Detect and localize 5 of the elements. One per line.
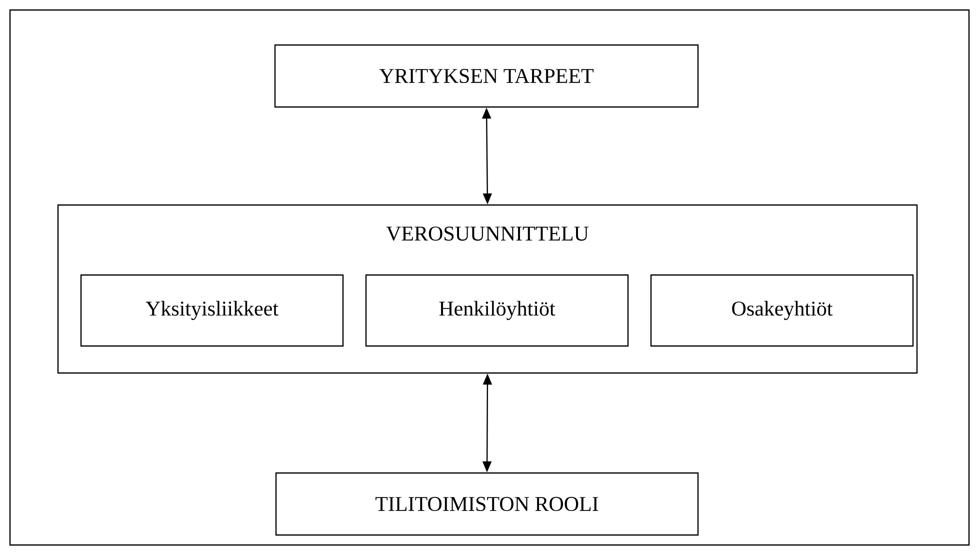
inner-box: Osakeyhtiöt [650,274,914,347]
inner-box: Henkilöyhtiöt [365,274,629,347]
process-box: YRITYKSEN TARPEET [274,44,699,108]
inner-box: Yksityisliikkeet [80,274,344,347]
process-box: TILITOIMISTON ROOLI [275,472,699,536]
